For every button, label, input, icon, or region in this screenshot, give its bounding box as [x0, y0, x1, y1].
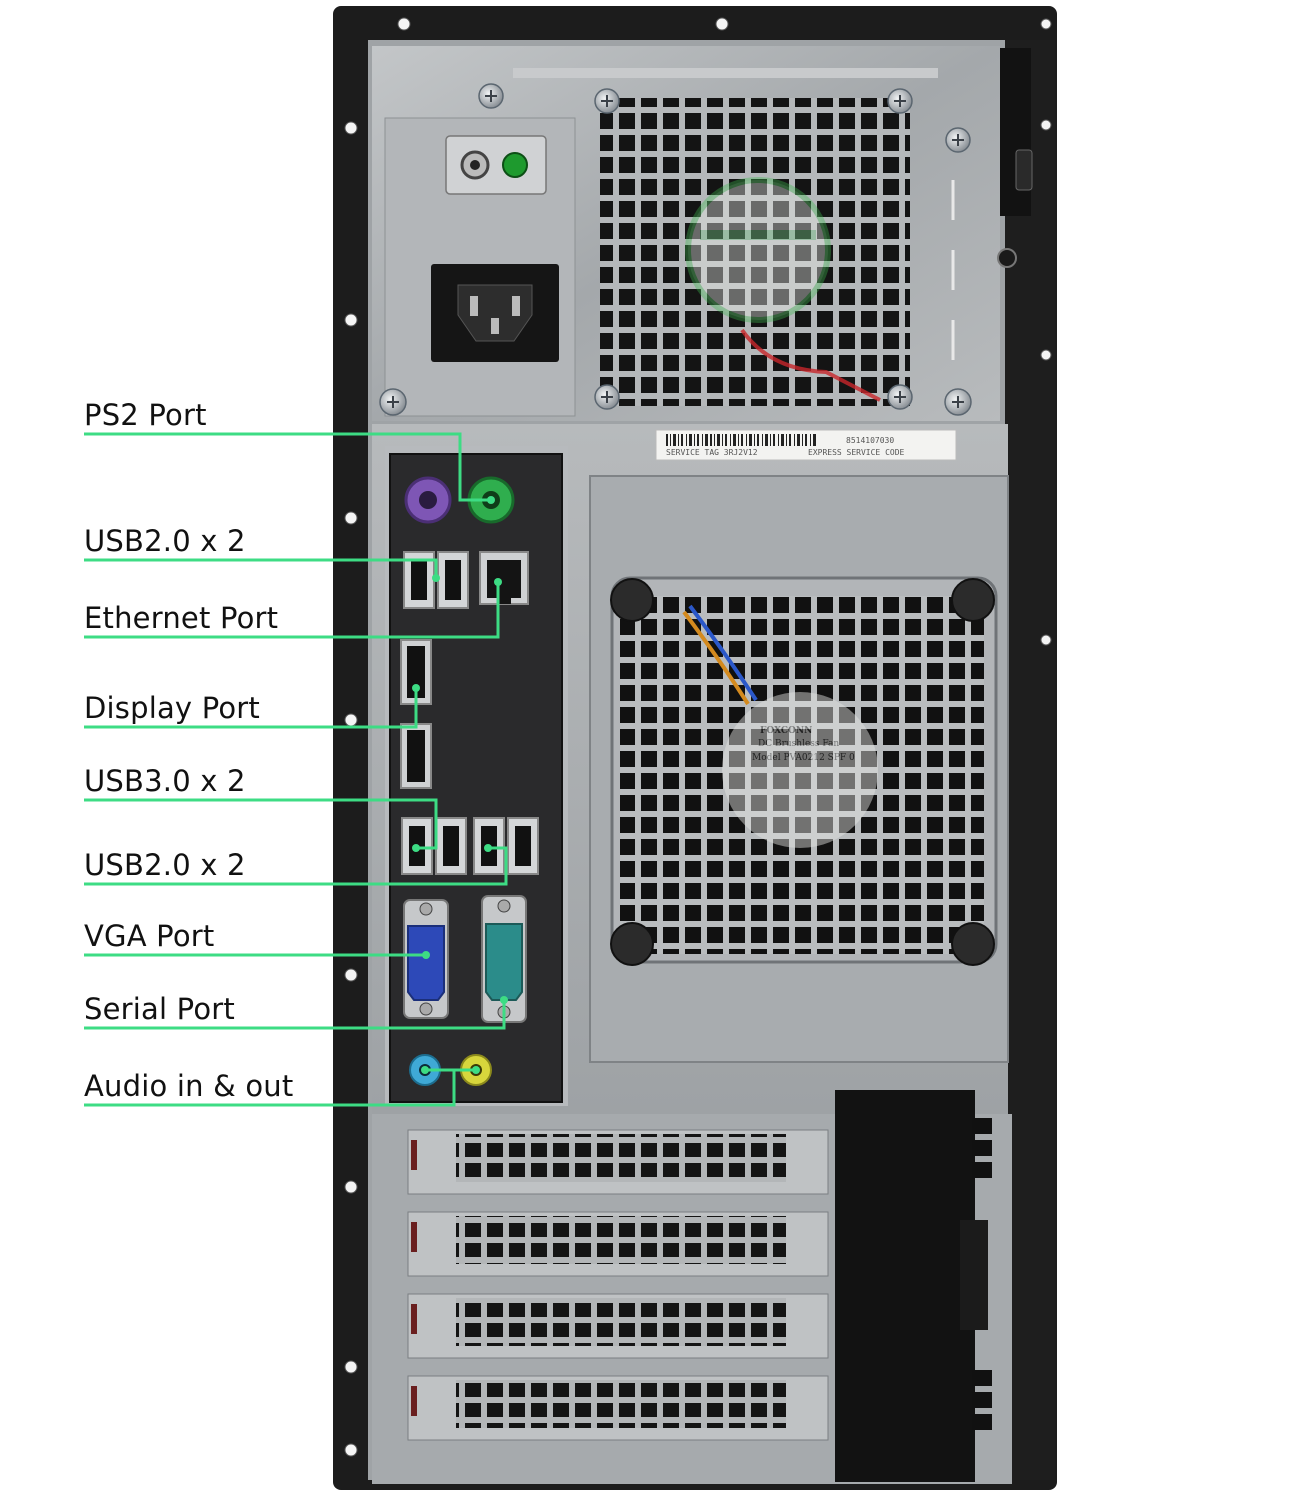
- label-ps2-port: PS2 Port: [84, 398, 207, 432]
- power-supply: [372, 46, 1033, 421]
- callout-line-usb2-top: [84, 558, 438, 578]
- svg-text:SERVICE TAG 3RJ2V12: SERVICE TAG 3RJ2V12: [666, 448, 758, 457]
- label-audio: Audio in & out: [84, 1069, 294, 1103]
- serial-port[interactable]: [481, 895, 527, 1023]
- callout-line-serial: [84, 1000, 506, 1030]
- callout-line-ethernet: [84, 582, 500, 639]
- expansion-slot-latch: [835, 1090, 975, 1482]
- svg-text:8514107030: 8514107030: [846, 436, 894, 445]
- callout-line-ps2: [84, 432, 491, 502]
- callout-lines: [84, 432, 508, 1107]
- label-display-port: Display Port: [84, 691, 261, 725]
- psu-test-button[interactable]: [445, 135, 547, 195]
- callout-line-usb3: [84, 798, 438, 850]
- label-ethernet-port: Ethernet Port: [84, 601, 279, 635]
- label-usb2-bottom: USB2.0 x 2: [84, 848, 246, 882]
- ethernet-port[interactable]: [479, 551, 529, 605]
- service-tag-sticker: 8514107030 SERVICE TAG 3RJ2V12 EXPRESS S…: [655, 429, 957, 461]
- callout-dots: [412, 496, 508, 1074]
- ac-power-inlet[interactable]: [431, 264, 559, 362]
- callout-line-usb2-bottom: [84, 846, 508, 886]
- ps2-keyboard-port[interactable]: [404, 476, 452, 524]
- display-ports[interactable]: [400, 639, 432, 789]
- psu-led-icon: [502, 152, 528, 178]
- label-usb3: USB3.0 x 2: [84, 764, 246, 798]
- fan-mount-rubbers: [610, 578, 995, 966]
- label-serial-port: Serial Port: [84, 992, 235, 1026]
- label-usb2-top: USB2.0 x 2: [84, 524, 246, 558]
- callout-line-display: [84, 688, 418, 729]
- svg-text:EXPRESS SERVICE CODE: EXPRESS SERVICE CODE: [808, 448, 905, 457]
- expansion-slots: [372, 1090, 1012, 1484]
- label-vga-port: VGA Port: [84, 919, 215, 953]
